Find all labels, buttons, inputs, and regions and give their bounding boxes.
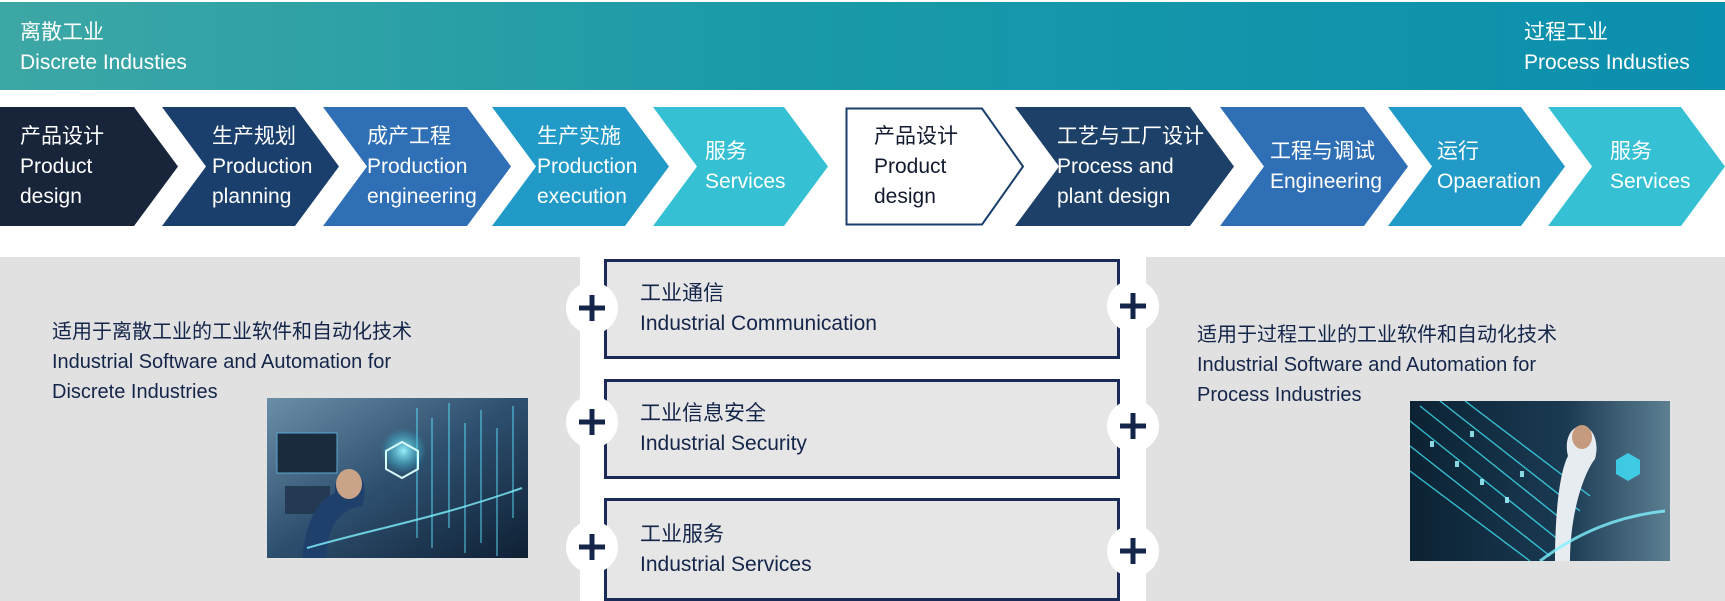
chevron-services-discrete: 服务 Services — [653, 107, 828, 226]
process-industries-label: 过程工业 Process Industies — [1524, 21, 1690, 74]
chevron-process-plant-design: 工艺与工厂设计 Process and plant design — [1015, 107, 1234, 226]
chevron-services-process: 服务 Services — [1548, 107, 1725, 226]
industrial-security-box: 工业信息安全 Industrial Security — [604, 379, 1120, 479]
chevron-engineering-commissioning: 工程与调试 Engineering — [1220, 107, 1408, 226]
lab-digital-image — [1410, 401, 1670, 561]
chevron-production-execution: 生产实施 Production execution — [492, 107, 669, 226]
chevron-production-engineering: 成产工程 Production engineering — [323, 107, 511, 226]
plus-icon — [566, 521, 618, 573]
chevron-outline-shape — [845, 107, 1025, 226]
plus-icon — [566, 396, 618, 448]
discrete-industries-label: 离散工业 Discrete Industies — [20, 21, 187, 74]
process-industries-panel: 适用于过程工业的工业软件和自动化技术 Industrial Software a… — [1146, 257, 1725, 601]
value-chain-flow: 产品设计 Product design 生产规划 Production plan… — [0, 107, 1725, 226]
discrete-industries-panel: 适用于离散工业的工业软件和自动化技术 Industrial Software a… — [0, 257, 580, 601]
plus-icon — [1107, 525, 1159, 577]
chevron-product-design-process: 产品设计 Product design — [845, 107, 1025, 226]
industrial-services-box: 工业服务 Industrial Services — [604, 498, 1120, 601]
plus-icon — [566, 282, 618, 334]
process-panel-text: 适用于过程工业的工业软件和自动化技术 Industrial Software a… — [1197, 324, 1557, 406]
plus-icon — [1107, 280, 1159, 332]
chevron-product-design: 产品设计 Product design — [0, 107, 178, 226]
chevron-operation: 运行 Opaeration — [1388, 107, 1565, 226]
discrete-industries-photo — [267, 398, 528, 558]
plus-icon — [1107, 400, 1159, 452]
discrete-panel-text: 适用于离散工业的工业软件和自动化技术 Industrial Software a… — [52, 321, 412, 403]
industry-banner: 离散工业 Discrete Industies 过程工业 Process Ind… — [0, 2, 1725, 90]
industrial-communication-box: 工业通信 Industrial Communication — [604, 259, 1120, 359]
chevron-production-planning: 生产规划 Production planning — [162, 107, 339, 226]
process-industries-photo — [1410, 401, 1670, 561]
control-room-image — [267, 398, 528, 558]
